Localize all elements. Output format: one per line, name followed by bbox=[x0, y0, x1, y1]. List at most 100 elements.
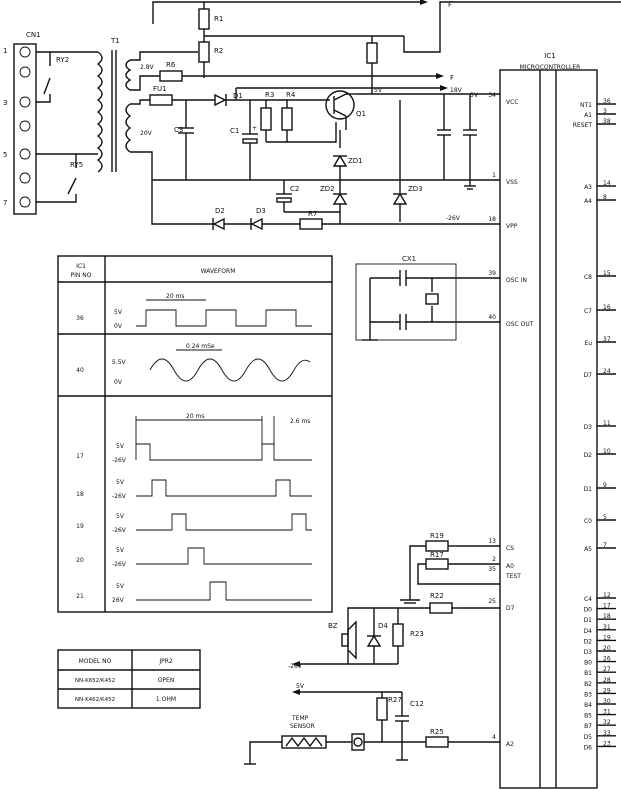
waveform-table: IC1 PIN NO WAVEFORM 36 5V 0V 20 ms 40 5.… bbox=[57, 255, 333, 613]
wave-header-pin-1: IC1 bbox=[76, 263, 86, 270]
wave-row-label: 0V bbox=[114, 379, 123, 386]
ic-left-pin-number: 34 bbox=[488, 92, 496, 99]
relay-ry5: RY5 bbox=[36, 153, 98, 203]
temp-sensor-label-1: TEMP bbox=[291, 715, 309, 722]
transformer-t1: T1 2.8V 20V bbox=[96, 37, 155, 173]
ic-right-pin-number: 24 bbox=[603, 368, 611, 375]
cn1-pin-1: 1 bbox=[3, 47, 7, 55]
model-row-2-jpr2: 1 OHM bbox=[156, 696, 176, 703]
ic-left-pin-number: 1 bbox=[492, 172, 496, 179]
ic-right-pin-number: 38 bbox=[603, 118, 611, 125]
r7-label: R7 bbox=[308, 210, 317, 218]
cn1-pin-5: 5 bbox=[3, 151, 7, 159]
ic-left-pin-number: 39 bbox=[488, 270, 496, 277]
q1-out-voltage: 5V bbox=[374, 87, 383, 94]
ic-left-pin-number: 25 bbox=[488, 598, 496, 605]
ic-right-pin-number: 5 bbox=[603, 514, 607, 521]
r4-label: R4 bbox=[286, 91, 296, 99]
wave-row-pin: 20 bbox=[76, 557, 84, 564]
ic-right-pin-number: 7 bbox=[603, 542, 607, 549]
top-resistor-chain: F R1 R2 bbox=[152, 0, 621, 90]
ic-right-pin-name: B3 bbox=[584, 691, 592, 698]
ic-right-pin-number: 29 bbox=[603, 687, 611, 694]
ic-right-pin-number: 19 bbox=[603, 634, 611, 641]
d1-label: D1 bbox=[233, 92, 243, 100]
wave-row-time2: 2.6 ms bbox=[290, 418, 310, 425]
ic-right-pin-number: 33 bbox=[603, 730, 611, 737]
r23-label: R23 bbox=[410, 630, 424, 638]
cx1-label: CX1 bbox=[402, 255, 416, 263]
ic-left-pin-name: CS bbox=[506, 545, 514, 552]
wave-row-time: 20 ms bbox=[166, 293, 185, 300]
f-label-mid: F bbox=[450, 74, 454, 82]
model-header-jpr2: JPR2 bbox=[158, 658, 173, 665]
r3-label: R3 bbox=[265, 91, 274, 99]
ic-right-pin-name: B0 bbox=[584, 660, 592, 667]
zd1-label: ZD1 bbox=[348, 157, 363, 165]
r19-label: R19 bbox=[430, 532, 444, 540]
c1-label: C1 bbox=[230, 127, 239, 135]
ic-right-pin-number: 10 bbox=[603, 448, 611, 455]
c3-label: C3 bbox=[174, 126, 183, 134]
buzzer-voltage: -26V bbox=[288, 663, 303, 670]
ic-left-pin-number: 40 bbox=[488, 314, 496, 321]
ic-left-pin-name: TEST bbox=[505, 573, 521, 580]
model-row-1-jpr2: OPEN bbox=[158, 677, 175, 684]
cn1-pin-3: 3 bbox=[3, 99, 7, 107]
fuse-fu1: FU1 C3 bbox=[130, 85, 500, 181]
wave-row-label: -26V bbox=[112, 457, 127, 464]
buzzer-section: R22 BZ D4 R23 -26V bbox=[288, 592, 500, 670]
r2-label: R2 bbox=[214, 47, 223, 55]
ic-right-pin-name: A4 bbox=[584, 198, 592, 205]
ic-left-pin-number: 4 bbox=[492, 734, 496, 741]
r6-label: R6 bbox=[166, 61, 176, 69]
ic-right-pin-number: 30 bbox=[603, 698, 611, 705]
ic-left-pin-name: OSC OUT bbox=[506, 321, 534, 328]
ic-right-pin-name: C7 bbox=[584, 308, 592, 315]
cs-a0-resistors: R19 R17 bbox=[400, 532, 500, 604]
ic-right-pin-name: A1 bbox=[584, 112, 592, 119]
q1-label: Q1 bbox=[356, 110, 366, 118]
ic-right-pin-number: 31 bbox=[603, 624, 611, 631]
f-label-top: F bbox=[448, 1, 452, 9]
ic-left-pin-name: A2 bbox=[506, 741, 514, 748]
r17-label: R17 bbox=[430, 551, 444, 559]
wave-row-pin: 19 bbox=[76, 523, 84, 530]
wave-row-label: 5.5V bbox=[112, 359, 127, 366]
r25-label: R25 bbox=[430, 728, 444, 736]
v18-label: 18V bbox=[450, 87, 463, 94]
wave-row-label: -26V bbox=[112, 493, 127, 500]
ry5-label: RY5 bbox=[70, 161, 83, 169]
ic-right-pin-number: 27 bbox=[603, 666, 611, 673]
ic-right-pin-name: B7 bbox=[584, 723, 592, 730]
ic1-title: IC1 bbox=[544, 52, 555, 60]
ic-right-pin-name: RESET bbox=[573, 122, 593, 129]
ic-right-pin-number: 20 bbox=[603, 645, 611, 652]
vpp-supply: D2 D3 R7 -26V bbox=[151, 180, 500, 231]
ic-right-pin-name: D1 bbox=[584, 486, 593, 493]
ic-right-pin-number: 31 bbox=[603, 709, 611, 716]
wave-row-time: 0.24 mSe bbox=[186, 343, 215, 350]
c2-label: C2 bbox=[290, 185, 299, 193]
wave-header-pin-2: PIN NO bbox=[71, 272, 92, 279]
ic-right-pin-number: 28 bbox=[603, 677, 611, 684]
ic-right-pin-name: C8 bbox=[584, 274, 592, 281]
ic1-right-pins: 36NT13A138RESET14A38A415C816C737Eu24D711… bbox=[573, 98, 616, 751]
ic-right-pin-name: D6 bbox=[584, 744, 593, 751]
ic-right-pin-name: D3 bbox=[584, 649, 593, 656]
wave-row-label: 5V bbox=[116, 443, 125, 450]
c12-label: C12 bbox=[410, 700, 424, 708]
ic-left-pin-number: 35 bbox=[488, 566, 496, 573]
ic-right-pin-name: B5 bbox=[584, 713, 592, 720]
ic-left-pin-name: A0 bbox=[506, 563, 514, 570]
ic-right-pin-name: D4 bbox=[584, 628, 593, 635]
ic-left-pin-name: VPP bbox=[506, 223, 518, 230]
temp-sensor-label-2: SENSOR bbox=[290, 723, 315, 730]
model-header-model: MODEL NO bbox=[79, 658, 112, 665]
ic-right-pin-name: D1 bbox=[584, 617, 593, 624]
ic1-microcontroller: IC1 MICROCONTROLLER 34VCC1VSS18VPP39OSC … bbox=[488, 52, 616, 789]
ic-right-pin-name: NT1 bbox=[580, 102, 592, 109]
wave-row-pin: 40 bbox=[76, 367, 84, 374]
ic-right-pin-number: 3 bbox=[603, 108, 607, 115]
